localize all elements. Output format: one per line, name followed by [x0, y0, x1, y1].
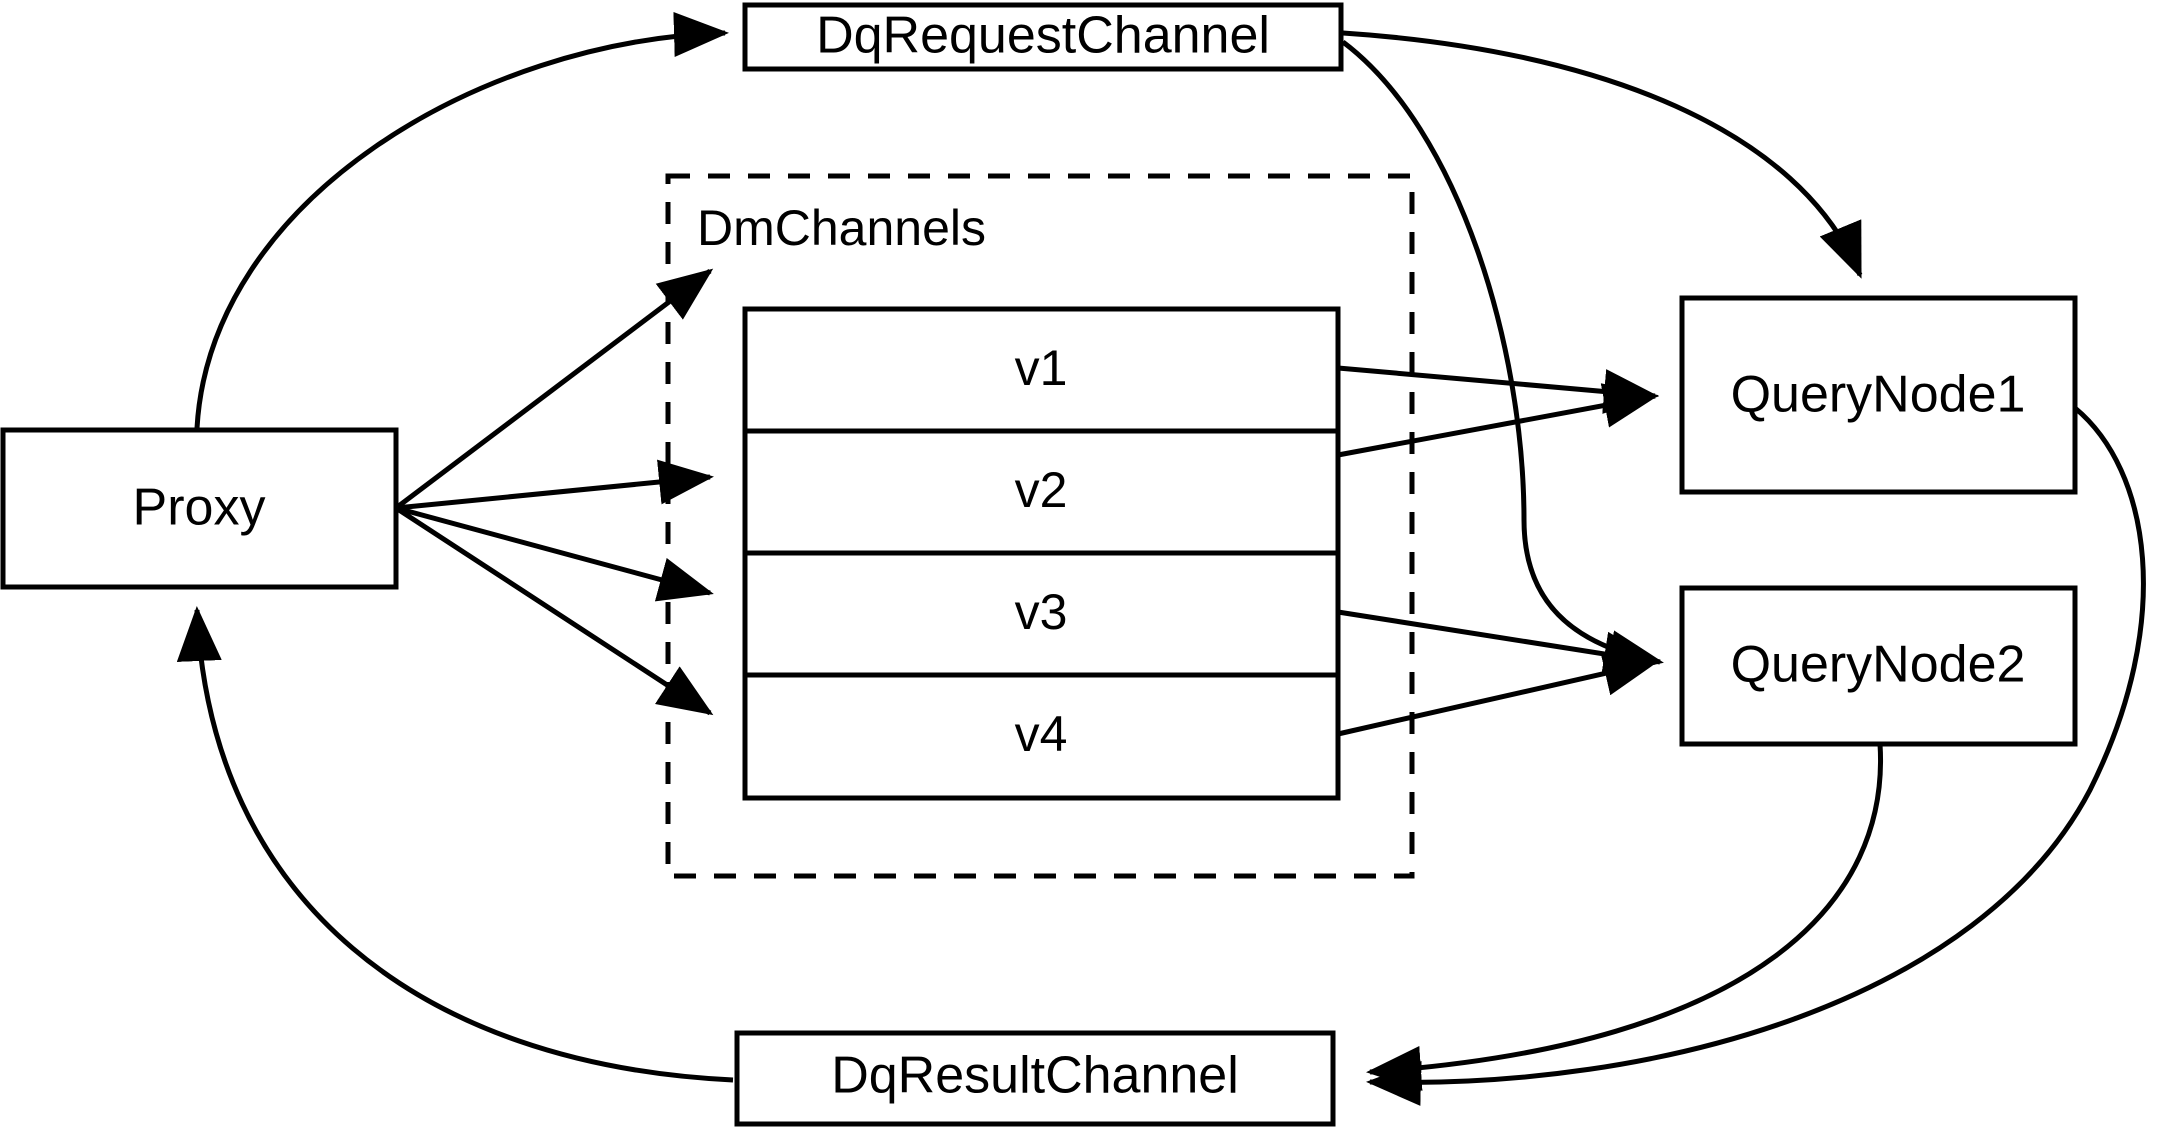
edge-querynode2-to-dqresultchannel: [1366, 743, 1884, 1091]
edge-v2-to-querynode1: [1337, 383, 1659, 458]
edge-v3-to-querynode2: [1337, 609, 1659, 677]
edge-proxy-to-v2: [395, 459, 714, 511]
dmchannel-cell-v2: v2: [1015, 462, 1068, 518]
edge-v1-to-querynode1: [1337, 365, 1659, 414]
edge-querynode1-to-dqresultchannel: [1366, 406, 2146, 1106]
dmchannel-cell-v1: v1: [1015, 340, 1068, 396]
dmchannel-cell-v3: v3: [1015, 584, 1068, 640]
node-querynode2-box[interactable]: [1679, 585, 2078, 747]
edge-dqrequestchannel-to-querynode1: [1342, 30, 1863, 279]
node-querynode1-box[interactable]: [1679, 295, 2078, 495]
edge-dqrequestchannel-to-querynode2: [1341, 40, 1664, 675]
node-proxy-label: Proxy: [133, 479, 266, 537]
node-dqresultchannel-label: DqResultChannel: [831, 1047, 1239, 1105]
node-dqrequestchannel-label: DqRequestChannel: [816, 7, 1270, 65]
node-dqrequestchannel-box[interactable]: [742, 2, 1344, 72]
edge-v4-to-querynode2: [1337, 651, 1659, 737]
dmchannels-group-label: DmChannels: [697, 200, 986, 256]
edge-dqresultchannel-to-proxy: [176, 606, 734, 1083]
node-dqresultchannel-box[interactable]: [734, 1030, 1336, 1127]
edge-proxy-to-dqrequestchannel: [194, 11, 729, 429]
dmchannels-group-box: [665, 173, 1415, 879]
edge-proxy-to-v1: [394, 268, 714, 510]
node-proxy-box[interactable]: [0, 427, 399, 590]
dmchannel-cell-v4: v4: [1015, 706, 1068, 762]
node-querynode1-label: QueryNode1: [1731, 366, 2026, 424]
edge-proxy-to-v3: [395, 505, 714, 602]
node-querynode2-label: QueryNode2: [1731, 636, 2026, 694]
edge-proxy-to-v4: [394, 505, 714, 716]
